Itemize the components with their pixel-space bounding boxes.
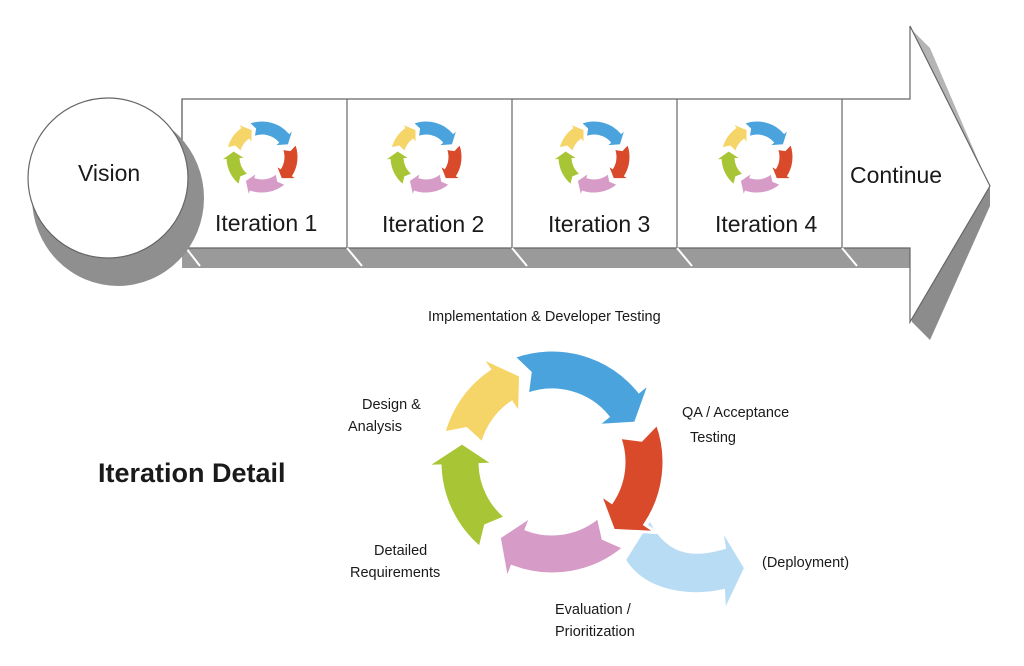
phase-design-label-2: Analysis [348, 419, 402, 435]
mini-phase-arrow-3 [383, 150, 413, 186]
mini-phase-arrow-4 [721, 122, 748, 153]
vision-circle [27, 97, 189, 259]
mini-phase-arrow-3 [714, 150, 744, 186]
continue-label: Continue [850, 162, 943, 188]
mini-phase-arrow-3 [219, 150, 249, 186]
phase-implementation-label: Implementation & Developer Testing [428, 309, 661, 325]
mini-phase-arrow-2 [739, 171, 782, 198]
phase-arrow-0 [510, 348, 654, 428]
mini-phase-arrow-0 [743, 120, 789, 147]
phase-requirements-label-1: Detailed [374, 543, 428, 559]
deployment-arrow [623, 517, 747, 611]
phase-qa-label-1: QA / Acceptance [682, 405, 790, 421]
mini-phase-arrow-1 [439, 143, 463, 180]
phase-evaluation-label-2: Prioritization [555, 624, 635, 640]
iteration-cycle-icon-2 [383, 120, 463, 198]
iteration-label-2: Iteration 2 [382, 211, 485, 237]
phase-arrow-3 [420, 441, 509, 551]
iteration-label-4: Iteration 4 [715, 211, 818, 237]
segment-dividers [181, 99, 843, 248]
iteration-detail-cycle [420, 348, 747, 611]
phase-qa-label-2: Testing [690, 430, 736, 446]
mini-phase-arrow-2 [576, 171, 619, 198]
deployment-label: (Deployment) [762, 555, 850, 571]
mini-phase-arrow-4 [390, 122, 417, 153]
shadow-stripes [185, 247, 858, 267]
mini-phase-arrow-0 [580, 120, 626, 147]
phase-requirements-label-2: Requirements [350, 565, 441, 581]
phase-design-label-1: Design & [362, 397, 421, 413]
vision-label: Vision [78, 160, 141, 186]
phase-evaluation-label-1: Evaluation / [555, 602, 631, 618]
phase-arrow-2 [497, 512, 627, 586]
mini-phase-arrow-1 [770, 143, 794, 180]
iteration-cycle-icon-1 [219, 120, 299, 198]
mini-phase-arrow-1 [607, 143, 631, 180]
phase-arrow-4 [441, 353, 523, 447]
iteration-label-1: Iteration 1 [215, 210, 318, 236]
phase-arrow-1 [597, 420, 666, 535]
timeline-arrow [181, 25, 991, 325]
mini-phase-arrow-4 [558, 122, 585, 153]
mini-phase-arrow-2 [408, 171, 451, 198]
iteration-cycle-icon-4 [714, 120, 794, 198]
iteration-detail-title: Iteration Detail [98, 458, 286, 488]
mini-phase-arrow-0 [248, 120, 294, 147]
iteration-cycle-icon-3 [551, 120, 631, 198]
mini-phase-arrow-1 [275, 143, 299, 180]
iteration-cycle-icons [219, 120, 794, 198]
iteration-label-3: Iteration 3 [548, 211, 651, 237]
mini-phase-arrow-3 [551, 150, 581, 186]
mini-phase-arrow-2 [244, 171, 287, 198]
mini-phase-arrow-0 [412, 120, 458, 147]
mini-phase-arrow-4 [226, 122, 253, 153]
